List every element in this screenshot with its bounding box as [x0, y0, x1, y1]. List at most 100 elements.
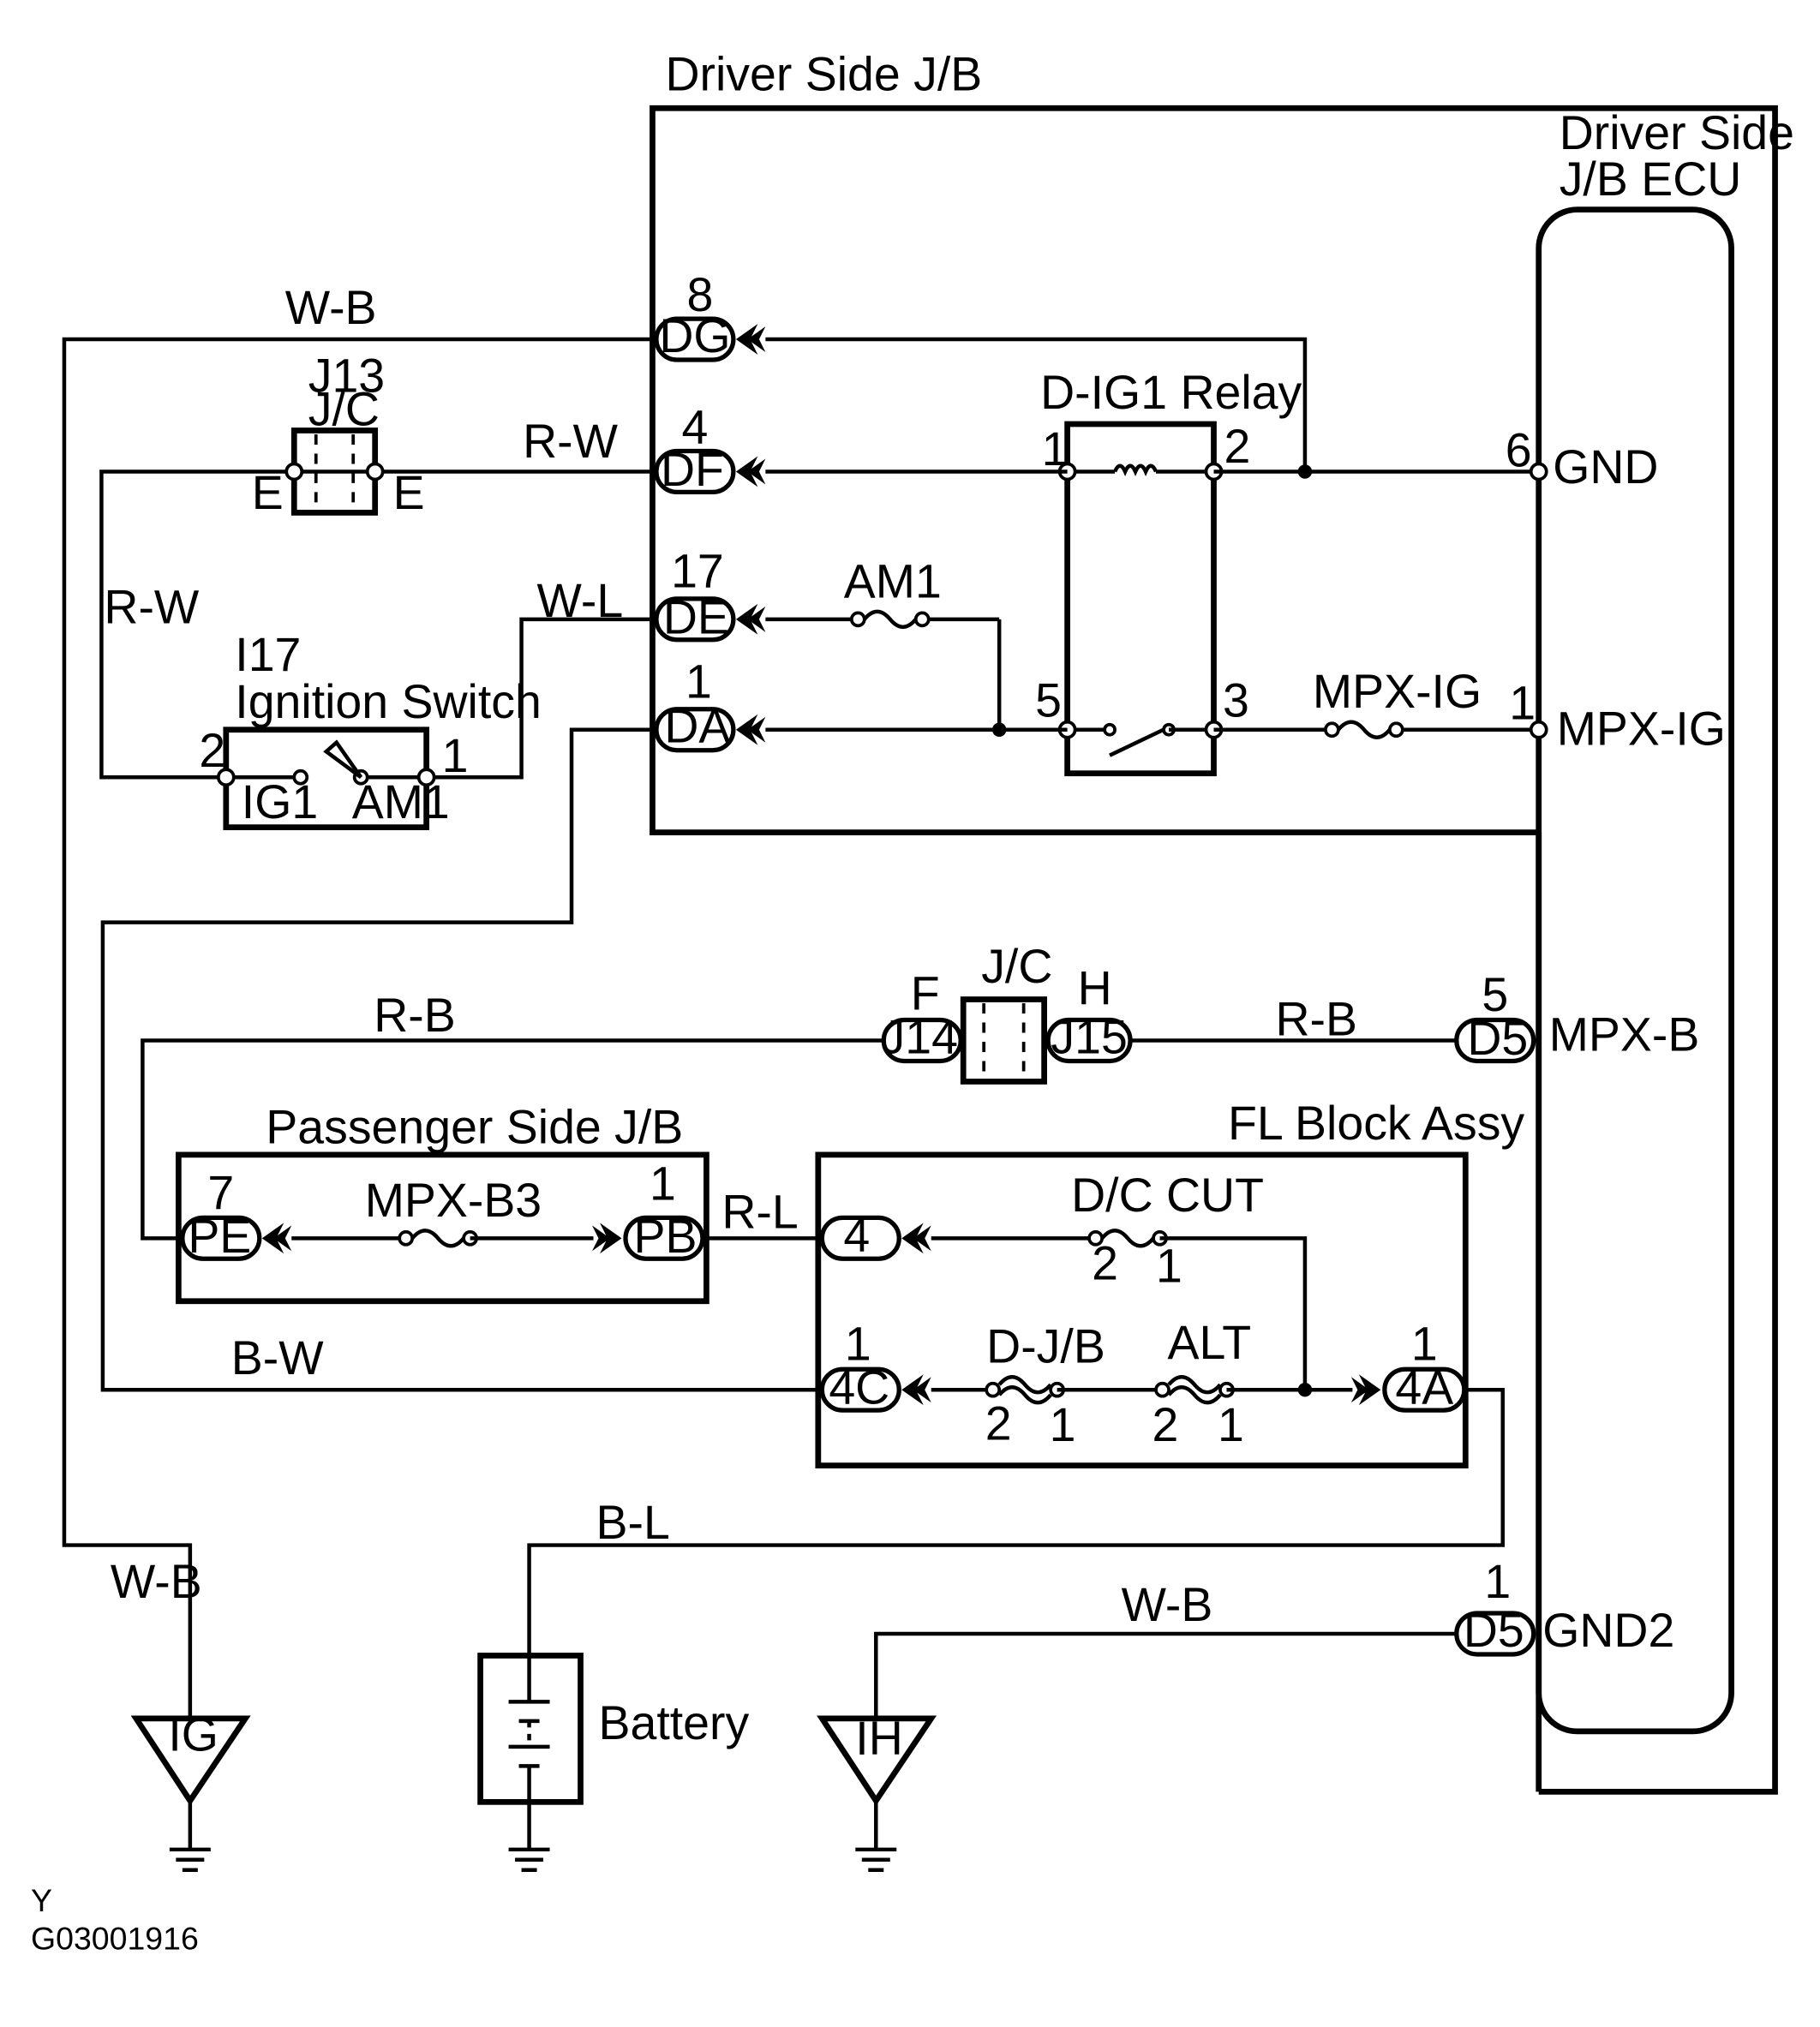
junction-fl: [1297, 1382, 1313, 1397]
svg-text:D5: D5: [1467, 1012, 1528, 1065]
connector-pb: PB: [633, 1210, 697, 1263]
jc-middle-label: J/C: [981, 940, 1052, 993]
fuse-am1: AM1: [844, 554, 942, 630]
connector-j15: J15: [1051, 1010, 1127, 1063]
driver-jb-wires: [765, 337, 1539, 737]
fuse-alt-label: ALT: [1168, 1316, 1252, 1369]
svg-text:DE: DE: [663, 590, 729, 643]
svg-text:DF: DF: [661, 443, 724, 496]
wire-bl: B-L: [596, 1496, 670, 1549]
j13-jc-label: J/C: [308, 382, 380, 435]
wire-rb-right: R-B: [1275, 992, 1356, 1045]
relay-coil-icon: [1113, 463, 1158, 476]
svg-text:1: 1: [685, 655, 712, 708]
connector-fl-4a: 4A: [1395, 1361, 1453, 1414]
wire-wb-top: W-B: [285, 281, 377, 334]
ecu-mpx-b-label: MPX-B: [1549, 1008, 1700, 1061]
svg-text:1: 1: [1050, 1398, 1076, 1451]
figure-code-y: Y: [31, 1882, 52, 1918]
svg-text:1: 1: [1484, 1555, 1511, 1608]
wire-labels: W-B R-W R-W W-L R-B R-B R-L B-W B-L W-B …: [104, 281, 1357, 1631]
j13-junction-connector: J13 J/C E E: [252, 350, 425, 519]
ground-ig: IG: [130, 1707, 251, 1873]
svg-text:8: 8: [687, 268, 714, 321]
ground-ih: IH: [817, 1712, 937, 1873]
connector-j14: J14: [882, 1010, 958, 1063]
connector-d5-mpx-b: D5 5 MPX-B: [1454, 968, 1700, 1065]
ground-ih-icon: [855, 1847, 897, 1873]
relay-pin-3-label: 3: [1223, 674, 1249, 727]
fuse-mpx-ig: MPX-IG: [1313, 665, 1482, 739]
ignition-key-icon: [323, 739, 363, 780]
j13-label: J13: [308, 350, 385, 403]
connector-fl-4c: 4C: [829, 1361, 889, 1414]
connector-fl-4: 4: [843, 1208, 870, 1261]
svg-text:1: 1: [442, 729, 469, 782]
connector-da: DA 1: [654, 655, 766, 753]
svg-text:5: 5: [1482, 968, 1508, 1021]
fl-block-label: FL Block Assy: [1228, 1097, 1524, 1150]
driver-side-jb-ecu: Driver Side J/B ECU: [1536, 106, 1794, 1792]
battery: Battery: [477, 1653, 749, 1873]
wire-wb-bottom: W-B: [1122, 1578, 1213, 1631]
svg-text:1: 1: [1156, 1239, 1182, 1292]
driver-side-jb-label: Driver Side J/B: [665, 47, 982, 100]
ecu-gnd-pin-number: 6: [1506, 423, 1532, 476]
svg-text:1: 1: [650, 1157, 676, 1210]
junction-gnd: [1297, 464, 1313, 479]
relay-label: D-IG1 Relay: [1040, 366, 1302, 419]
svg-text:1: 1: [845, 1318, 871, 1371]
relay-pin-2-label: 2: [1224, 420, 1250, 473]
svg-text:2: 2: [985, 1397, 1012, 1450]
fl-block-assy: FL Block Assy 4 D/C CUT 2 1 4C 1 D-J/B 2…: [815, 1097, 1524, 1468]
fuse-dc-cut-label: D/C CUT: [1071, 1169, 1264, 1222]
ign-am1-label: AM1: [352, 775, 450, 828]
ecu-pin-mpx-ig: [1529, 720, 1548, 739]
j13-right-e: E: [393, 466, 425, 519]
wire-rw-top: R-W: [523, 415, 619, 468]
svg-text:D5: D5: [1464, 1604, 1524, 1657]
wire-rw-left: R-W: [104, 580, 200, 633]
ground-ih-label: IH: [855, 1712, 902, 1765]
figure-code: Y G03001916: [31, 1882, 199, 1957]
fuse-mpx-b3-label: MPX-B3: [365, 1174, 542, 1227]
ecu-label-line2: J/B ECU: [1560, 152, 1742, 206]
driver-side-jb: Driver Side J/B: [650, 47, 1778, 1795]
wire-wb-left: W-B: [111, 1555, 202, 1608]
fuse-djb-label: D-J/B: [986, 1320, 1105, 1373]
svg-text:DA: DA: [664, 700, 730, 753]
i17-label: I17: [235, 628, 301, 681]
ecu-label-line1: Driver Side: [1560, 106, 1794, 159]
fuse-am1-icon: [863, 609, 918, 630]
jc-h-label: H: [1078, 962, 1112, 1015]
ignition-switch: I17 Ignition Switch 2 1 IG1 AM1: [199, 628, 542, 831]
svg-text:1: 1: [1411, 1318, 1438, 1371]
wire-bw: B-W: [231, 1331, 324, 1384]
wire-rb-left: R-B: [374, 989, 456, 1042]
wire-wl: W-L: [537, 574, 624, 627]
ecu-pin-gnd: [1529, 462, 1548, 481]
fuse-mpx-ig-icon: [1337, 720, 1392, 739]
ecu-gnd-label: GND: [1553, 440, 1658, 493]
svg-text:7: 7: [207, 1166, 234, 1219]
ecu-gnd2-label: GND2: [1542, 1604, 1674, 1657]
ign-ig1-label: IG1: [242, 775, 318, 828]
connector-df: DF 4: [654, 400, 766, 496]
svg-text:4: 4: [682, 400, 709, 453]
connector-pe: PE: [188, 1210, 251, 1263]
ground-ig-icon: [169, 1847, 211, 1873]
ecu-pins-upper: 6 GND 1 MPX-IG: [1506, 423, 1726, 755]
relay-pin-1-label: 1: [1042, 422, 1069, 475]
external-wires: [62, 337, 1539, 1719]
connector-dg: DG 8: [654, 268, 766, 362]
jc-f-label: F: [911, 967, 940, 1020]
wire-rl: R-L: [721, 1185, 798, 1238]
connector-de: DE 17: [654, 544, 766, 643]
svg-text:2: 2: [1152, 1398, 1179, 1451]
ignition-switch-label: Ignition Switch: [235, 675, 542, 728]
connector-d5-gnd2: D5 1 GND2: [1454, 1555, 1674, 1657]
fuse-djb-icon: [997, 1374, 1052, 1405]
jc-middle: J/C F H J14 J15: [882, 940, 1133, 1085]
fuse-dc-cut-icon: [1100, 1229, 1155, 1248]
